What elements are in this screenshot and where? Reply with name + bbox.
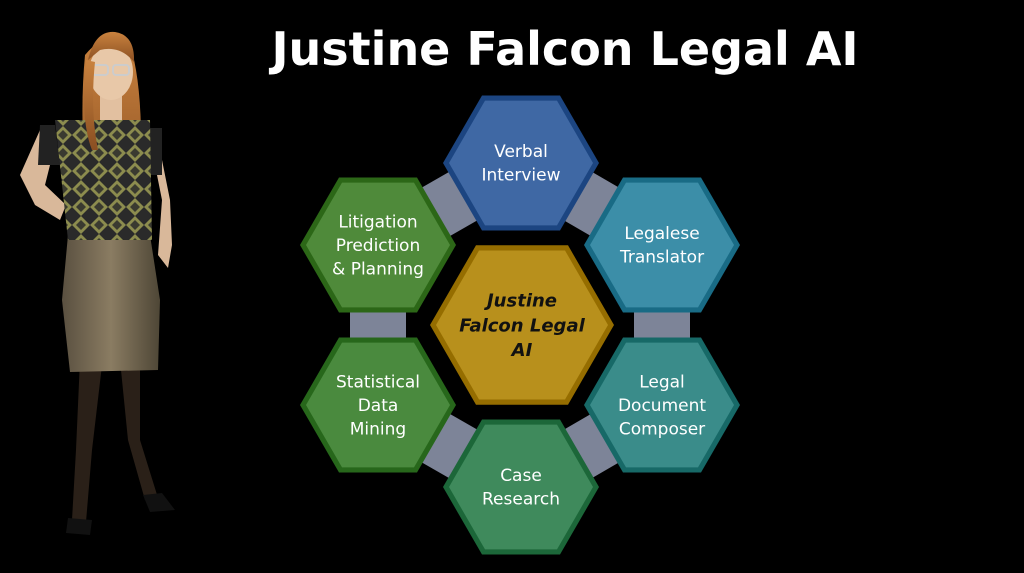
hexagon-verbal-label: Interview xyxy=(481,166,560,186)
hexagon-mining-label: Data xyxy=(358,396,399,416)
hexagon-legalese-face xyxy=(590,182,734,308)
hexagon-legalese-label: Translator xyxy=(619,248,704,268)
hexagon-composer-label: Composer xyxy=(619,419,705,439)
hexagon-composer-label: Legal xyxy=(639,373,685,393)
hexagon-mining-label: Mining xyxy=(350,419,406,439)
hexagon-mining-face xyxy=(306,342,450,468)
hexagon-research-face xyxy=(449,424,593,550)
hexagon-composer-label: Document xyxy=(618,396,706,416)
hexagon-research-label: Case xyxy=(500,466,542,486)
hexagon-litigation-label: Litigation xyxy=(338,213,417,233)
hexagon-group: VerbalInterviewLegaleseTranslatorLegalDo… xyxy=(300,95,740,555)
hexagon-verbal-label: Verbal xyxy=(494,142,548,162)
hexagon-composer-face xyxy=(590,342,734,468)
page-title: Justine Falcon Legal AI xyxy=(271,22,859,76)
hexagon-center-label: AI xyxy=(510,340,533,361)
hexagon-verbal-face xyxy=(449,100,593,226)
hexagon-center-face xyxy=(436,250,608,400)
hexagon-litigation-label: & Planning xyxy=(332,259,424,279)
hexagon-litigation-label: Prediction xyxy=(336,236,420,256)
woman-avatar-figure xyxy=(20,31,175,535)
hexagon-center-label: Justine xyxy=(484,291,557,312)
hexagon-mining-label: Statistical xyxy=(336,373,420,393)
hexagon-research-label: Research xyxy=(482,490,560,510)
hexagon-legalese-label: Legalese xyxy=(624,224,699,244)
hexagon-litigation-face xyxy=(306,182,450,308)
hexagon-center-label: Falcon Legal xyxy=(459,315,585,336)
